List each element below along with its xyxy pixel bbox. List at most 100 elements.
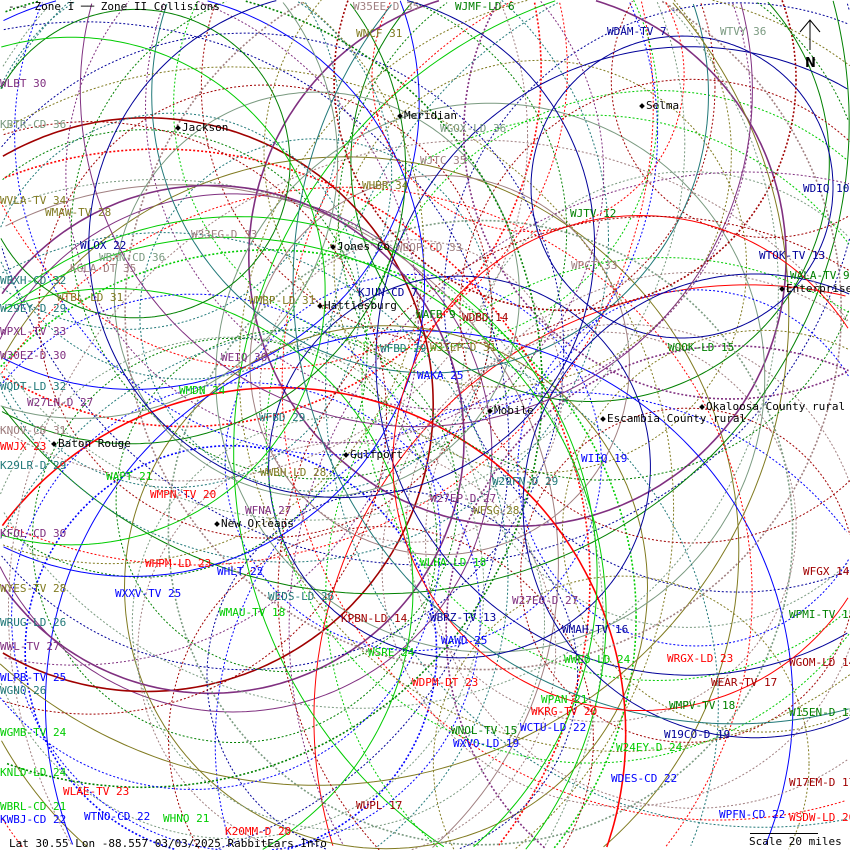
- station-label[interactable]: WTVY 36: [720, 25, 767, 38]
- station-label[interactable]: WPXL-TV 33: [0, 325, 67, 338]
- station-label[interactable]: WHLT 22: [217, 565, 264, 578]
- station-label[interactable]: WTOK-TV 13: [759, 249, 826, 262]
- station-label[interactable]: WMBP-LD 31: [249, 294, 316, 307]
- station-label[interactable]: WALA-TV 9: [790, 269, 850, 282]
- station-label[interactable]: WPCT 33: [571, 259, 618, 272]
- station-label[interactable]: K29LR-D 29: [0, 459, 67, 472]
- station-label[interactable]: W33EG-D 33: [191, 228, 258, 241]
- station-label[interactable]: WXVO-LD 19: [453, 737, 520, 750]
- station-label[interactable]: WFBD 29: [259, 411, 306, 424]
- station-label[interactable]: WMAW-TV 28: [45, 206, 112, 219]
- station-label[interactable]: WMPV-TV 18: [669, 699, 736, 712]
- station-label[interactable]: KPBN-LD 14: [341, 612, 408, 625]
- station-label[interactable]: W29EY-D 29: [0, 302, 67, 315]
- station-label[interactable]: WPFN-CD 22: [719, 808, 786, 821]
- station-label[interactable]: WSRE 24: [368, 646, 415, 659]
- station-label[interactable]: WQDT-LD 32: [0, 380, 67, 393]
- station-label[interactable]: WBRZ-TV 13: [430, 611, 497, 624]
- station-label[interactable]: W15EN-D 15: [789, 706, 850, 719]
- station-label[interactable]: WTNO-CD 22: [84, 810, 151, 823]
- station-label[interactable]: WDBD 14: [462, 311, 509, 324]
- station-label[interactable]: WYES-TV 28: [0, 582, 67, 595]
- station-label[interactable]: WFGX 14: [803, 565, 850, 578]
- station-label[interactable]: WGNO 26: [0, 684, 47, 697]
- station-label[interactable]: WAWD 25: [441, 634, 488, 647]
- station-label[interactable]: KFOL-CD 30: [0, 527, 67, 540]
- station-label[interactable]: WTBL-LD 31: [57, 291, 124, 304]
- station-label[interactable]: WIIQ 19: [581, 452, 628, 465]
- station-label[interactable]: K20MM-D 20: [225, 825, 292, 838]
- station-label[interactable]: WLBT 30: [0, 77, 47, 90]
- station-label[interactable]: WHBR 34: [362, 179, 409, 192]
- station-label[interactable]: WLAE-TV 23: [63, 785, 130, 798]
- station-label[interactable]: W17EM-D 17: [789, 776, 850, 789]
- station-label[interactable]: WBQP-CD 33: [396, 241, 463, 254]
- station-label[interactable]: WHNO 21: [163, 812, 210, 825]
- station-label[interactable]: WEIQ 30: [221, 351, 268, 364]
- station-label[interactable]: KGLA-DT 35: [70, 262, 137, 275]
- station-label[interactable]: WGMB-TV 24: [0, 726, 67, 739]
- station-label[interactable]: WPAN 21: [541, 693, 588, 706]
- station-label[interactable]: WFNA 27: [245, 504, 292, 517]
- station-label[interactable]: WMPN-TV 20: [150, 488, 217, 501]
- station-label[interactable]: KJUN-CD 7: [358, 286, 418, 299]
- station-label[interactable]: WAFB 9: [416, 308, 456, 321]
- station-label[interactable]: WBXH-CD 32: [0, 274, 67, 287]
- station-label[interactable]: WLPB-TV 25: [0, 671, 67, 684]
- station-label[interactable]: WGOM-LD 14: [789, 656, 850, 669]
- station-label[interactable]: WAKA 25: [417, 369, 464, 382]
- station-label[interactable]: WOOK-LD 15: [668, 341, 735, 354]
- station-label[interactable]: W27LN-D 27: [27, 396, 94, 409]
- station-label[interactable]: W30EZ-D 30: [0, 349, 67, 362]
- station-label[interactable]: W35EE-D 35: [353, 0, 420, 13]
- station-label[interactable]: WHPM-LD 23: [145, 557, 212, 570]
- station-label[interactable]: WPMI-TV 15: [789, 608, 850, 621]
- station-label[interactable]: WAPT 21: [106, 470, 153, 483]
- station-label[interactable]: WMDN 24: [179, 384, 226, 397]
- station-label[interactable]: W24EY-D 24: [616, 741, 683, 754]
- station-label[interactable]: WEAR-TV 17: [711, 676, 778, 689]
- station-label[interactable]: WJTV 12: [570, 207, 617, 220]
- station-label[interactable]: W19CO-D 19: [664, 728, 731, 741]
- station-label[interactable]: WDAM-TV 7: [607, 25, 667, 38]
- station-label[interactable]: WCTU-LD 22: [520, 721, 587, 734]
- station-label[interactable]: WSDW-LD 20: [789, 811, 850, 824]
- station-label[interactable]: WBXN-CD 36: [99, 251, 166, 264]
- station-label[interactable]: WDPM-DT 23: [412, 676, 479, 689]
- coverage-contour: [214, 391, 847, 846]
- station-label[interactable]: KNOV-CD 31: [0, 424, 67, 437]
- station-label[interactable]: WNOL-TV 15: [451, 724, 518, 737]
- station-label[interactable]: W29FN-D 29: [492, 475, 559, 488]
- station-label[interactable]: KNLD-LD 24: [0, 766, 67, 779]
- station-label[interactable]: WWBH-LD 28: [260, 466, 327, 479]
- station-label[interactable]: WGOX-LD 36: [440, 122, 507, 135]
- station-label[interactable]: WDES-CD 22: [611, 772, 678, 785]
- station-label[interactable]: WVLA-TV 34: [0, 194, 67, 207]
- station-label[interactable]: WLOX 22: [80, 239, 127, 252]
- station-label[interactable]: WEDS-LD 26: [268, 590, 335, 603]
- station-label[interactable]: WBRL-CD 21: [0, 800, 67, 813]
- station-label[interactable]: WWJX 23: [0, 440, 47, 453]
- station-label[interactable]: KWBJ-CD 22: [0, 813, 67, 826]
- station-label[interactable]: W27EP-D 27: [430, 492, 497, 505]
- station-label[interactable]: WFBD 29: [380, 342, 427, 355]
- station-label[interactable]: WXXV-TV 25: [115, 587, 182, 600]
- station-label[interactable]: WJMF-LD 6: [455, 0, 515, 13]
- station-label[interactable]: WMAU-TV 18: [219, 606, 286, 619]
- station-label[interactable]: WJTC 35: [420, 154, 467, 167]
- station-label[interactable]: WUPL 17: [356, 799, 403, 812]
- station-label[interactable]: WLHA-LD 18: [420, 556, 487, 569]
- station-label[interactable]: WFSG 28: [473, 504, 520, 517]
- station-label[interactable]: WWL-TV 27: [0, 640, 60, 653]
- station-label[interactable]: W31EP-D 31: [430, 341, 497, 354]
- station-label[interactable]: WRUG-LD 26: [0, 616, 67, 629]
- station-label[interactable]: W27EO-D 27: [512, 594, 579, 607]
- station-label[interactable]: WDIQ 10: [803, 182, 850, 195]
- station-label[interactable]: WWEO-LD 24: [564, 653, 631, 666]
- station-label[interactable]: WMAH-TV 16: [562, 623, 629, 636]
- station-label[interactable]: WKRG-TV 20: [531, 705, 598, 718]
- station-label[interactable]: WRGX-LD 23: [667, 652, 734, 665]
- station-label[interactable]: WNCF 31: [356, 27, 403, 40]
- station-label[interactable]: KBTR-CD 36: [0, 118, 67, 131]
